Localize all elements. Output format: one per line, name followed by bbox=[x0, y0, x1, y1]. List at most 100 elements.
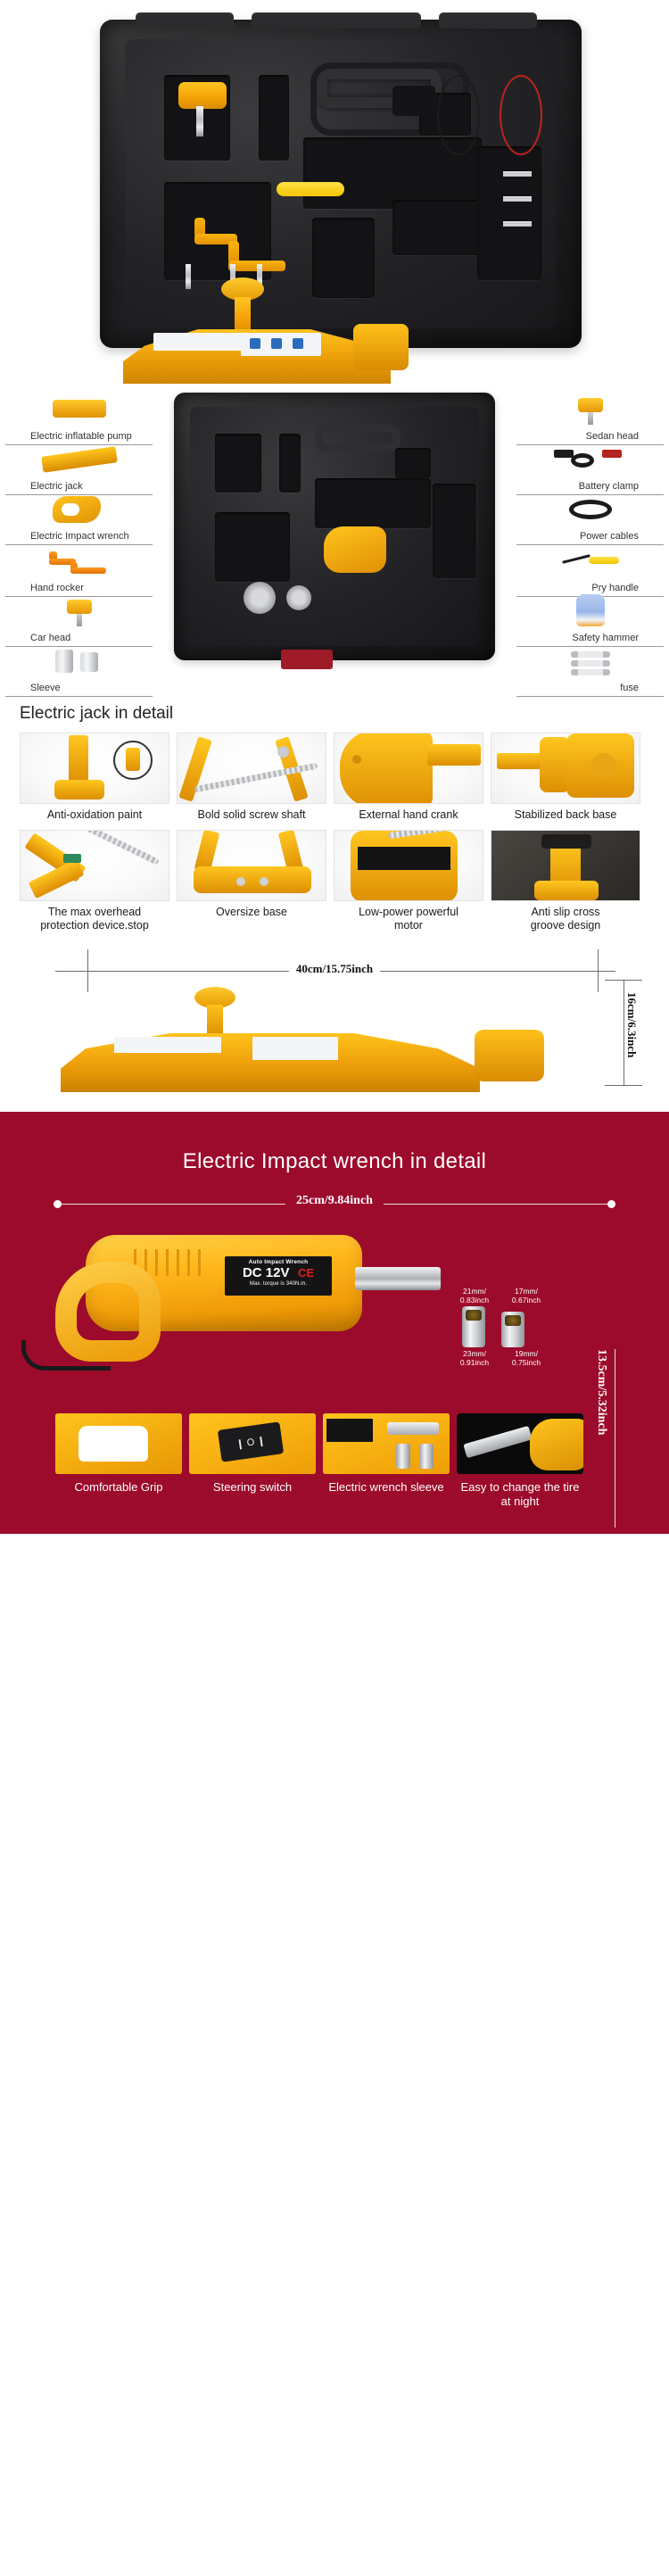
callout-label: Battery clamp bbox=[578, 481, 639, 492]
jack-caution-label bbox=[114, 1037, 221, 1053]
width-dimension-label: 25cm/9.84inch bbox=[285, 1194, 384, 1208]
small-tool-part bbox=[186, 264, 191, 289]
tool-case-small bbox=[174, 393, 495, 669]
feature-image bbox=[491, 733, 640, 804]
feature-card: External hand crank bbox=[334, 733, 483, 830]
product-detail-page: Electric inflatable pump Electric jack E… bbox=[0, 0, 669, 1534]
fuse-part bbox=[503, 221, 532, 227]
hand-crank-part bbox=[194, 218, 289, 273]
car-head-part bbox=[178, 82, 227, 109]
wrench-height-dimension: 13.5cm/5.32inch bbox=[548, 1349, 655, 1528]
height-dimension-label: 13.5cm/5.32inch bbox=[595, 1349, 608, 1436]
socket-size-labels-bottom: 23mm/ 0.91inch 19mm/ 0.75inch bbox=[450, 1349, 583, 1367]
electric-jack-detail-section: Electric jack in detail Anti-oxidation p… bbox=[0, 692, 669, 1112]
callout-label: Safety hammer bbox=[572, 633, 639, 643]
feature-card: Anti slip cross groove design bbox=[491, 830, 640, 940]
tool-case-open bbox=[100, 12, 582, 348]
feature-card: Oversize base bbox=[177, 830, 326, 940]
small-tool-part bbox=[257, 264, 262, 289]
jack-lift-pad bbox=[221, 277, 264, 301]
wrench-feature-row: Comfortable Grip Steering switch Electri… bbox=[0, 1413, 669, 1509]
feature-card: The max overhead protection device.stop bbox=[20, 830, 169, 940]
callout-label: Electric Impact wrench bbox=[30, 531, 129, 542]
callout-safety-hammer: Safety hammer bbox=[516, 591, 664, 647]
socket-pair bbox=[462, 1306, 583, 1347]
callout-power-cables: Power cables bbox=[516, 489, 664, 545]
feature-card: Comfortable Grip bbox=[55, 1413, 182, 1509]
feature-image bbox=[20, 830, 169, 901]
sleeve-thumbnail bbox=[5, 641, 153, 682]
callout-label: Pry handle bbox=[591, 583, 639, 593]
fuse-part bbox=[503, 196, 532, 202]
callout-electric-impact-wrench: Electric Impact wrench bbox=[5, 489, 153, 545]
socket-size-labels-top: 21mm/ 0.83inch 17mm/ 0.67inch bbox=[450, 1287, 583, 1305]
socket-size-label: 17mm/ 0.67inch bbox=[511, 1287, 541, 1305]
section-title: Electric Impact wrench in detail bbox=[182, 1149, 487, 1173]
feature-image bbox=[20, 733, 169, 804]
pry-handle-thumbnail bbox=[516, 541, 664, 582]
battery-clamp-black bbox=[437, 75, 480, 155]
feature-caption: Easy to change the tire at night bbox=[460, 1480, 580, 1508]
nameplate-torque: Max. torque is 340N.m. bbox=[249, 1281, 308, 1287]
callout-electric-jack: Electric jack bbox=[5, 439, 153, 495]
socket-17mm bbox=[501, 1312, 524, 1347]
jack-side-view bbox=[61, 987, 544, 1101]
callout-label: Sleeve bbox=[30, 683, 61, 693]
callout-label: Sedan head bbox=[585, 431, 639, 442]
ce-mark-icon: CE bbox=[297, 1266, 315, 1280]
wrench-width-dimension: 25cm/9.84inch bbox=[54, 1194, 615, 1215]
wrench-thumbnail bbox=[5, 489, 153, 530]
feature-caption: The max overhead protection device.stop bbox=[40, 906, 149, 932]
feature-caption: Electric wrench sleeve bbox=[328, 1480, 444, 1494]
parts-callout-diagram: Electric inflatable pump Electric jack E… bbox=[0, 384, 669, 697]
callout-sleeve: Sleeve bbox=[5, 641, 153, 697]
case-foam-small bbox=[190, 407, 479, 646]
width-dimension-label: 40cm/15.75inch bbox=[288, 962, 381, 976]
feature-caption: Steering switch bbox=[212, 1480, 293, 1494]
callout-label: Electric inflatable pump bbox=[30, 431, 132, 442]
jack-thumbnail bbox=[5, 439, 153, 480]
feature-caption: Bold solid screw shaft bbox=[197, 808, 306, 821]
socket-size-group: 21mm/ 0.83inch 17mm/ 0.67inch 23mm/ 0.91… bbox=[450, 1287, 583, 1367]
height-dimension-label: 16cm/6.3inch bbox=[625, 992, 639, 1058]
small-tool-part bbox=[230, 264, 235, 289]
car-head-thumbnail bbox=[5, 591, 153, 632]
callout-label: Electric jack bbox=[30, 481, 83, 492]
hero-product-photo bbox=[0, 0, 669, 384]
feature-caption: External hand crank bbox=[359, 808, 458, 821]
feature-caption: Stabilized back base bbox=[514, 808, 617, 821]
feature-image bbox=[177, 733, 326, 804]
car-head-stem bbox=[196, 106, 203, 137]
electric-jack-hero bbox=[107, 277, 409, 384]
jack-caution-label bbox=[153, 333, 252, 351]
battery-clamp-red bbox=[500, 75, 542, 155]
feature-card: Easy to change the tire at night bbox=[457, 1413, 583, 1509]
fuse-thumbnail bbox=[516, 641, 664, 682]
callout-battery-clamp: Battery clamp bbox=[516, 439, 664, 495]
jack-spec-label bbox=[241, 333, 321, 356]
impact-wrench-detail-section: Electric Impact wrench in detail 25cm/9.… bbox=[0, 1112, 669, 1534]
case-carry-handle-small bbox=[315, 425, 401, 451]
callout-pry-handle: Pry handle bbox=[516, 541, 664, 597]
callout-label: Car head bbox=[30, 633, 71, 643]
case-lid-tab bbox=[252, 12, 421, 29]
jack-spec-label bbox=[252, 1037, 338, 1060]
jack-stem bbox=[235, 297, 251, 335]
jack-dimension-diagram: 40cm/15.75inch 16cm/6.3inch bbox=[20, 946, 649, 1112]
callout-electric-inflatable-pump: Electric inflatable pump bbox=[5, 389, 153, 445]
nameplate-brand: Auto Impact Wrench bbox=[248, 1259, 309, 1265]
fuse-part bbox=[503, 171, 532, 177]
feature-image bbox=[457, 1413, 583, 1474]
inflator-nozzle-part bbox=[392, 86, 435, 116]
feature-image bbox=[323, 1413, 450, 1474]
socket-size-label: 19mm/ 0.75inch bbox=[511, 1349, 541, 1367]
battery-clamp-thumbnail bbox=[516, 439, 664, 480]
case-lid-tab bbox=[439, 12, 537, 29]
feature-caption: Anti slip cross groove design bbox=[530, 906, 601, 932]
pry-handle-part bbox=[277, 182, 344, 196]
callout-label: Power cables bbox=[579, 531, 639, 542]
socket-in-case bbox=[244, 582, 276, 614]
socket-21mm bbox=[462, 1306, 485, 1347]
feature-caption: Low-power powerful motor bbox=[359, 906, 458, 932]
callout-car-head: Car head bbox=[5, 591, 153, 647]
